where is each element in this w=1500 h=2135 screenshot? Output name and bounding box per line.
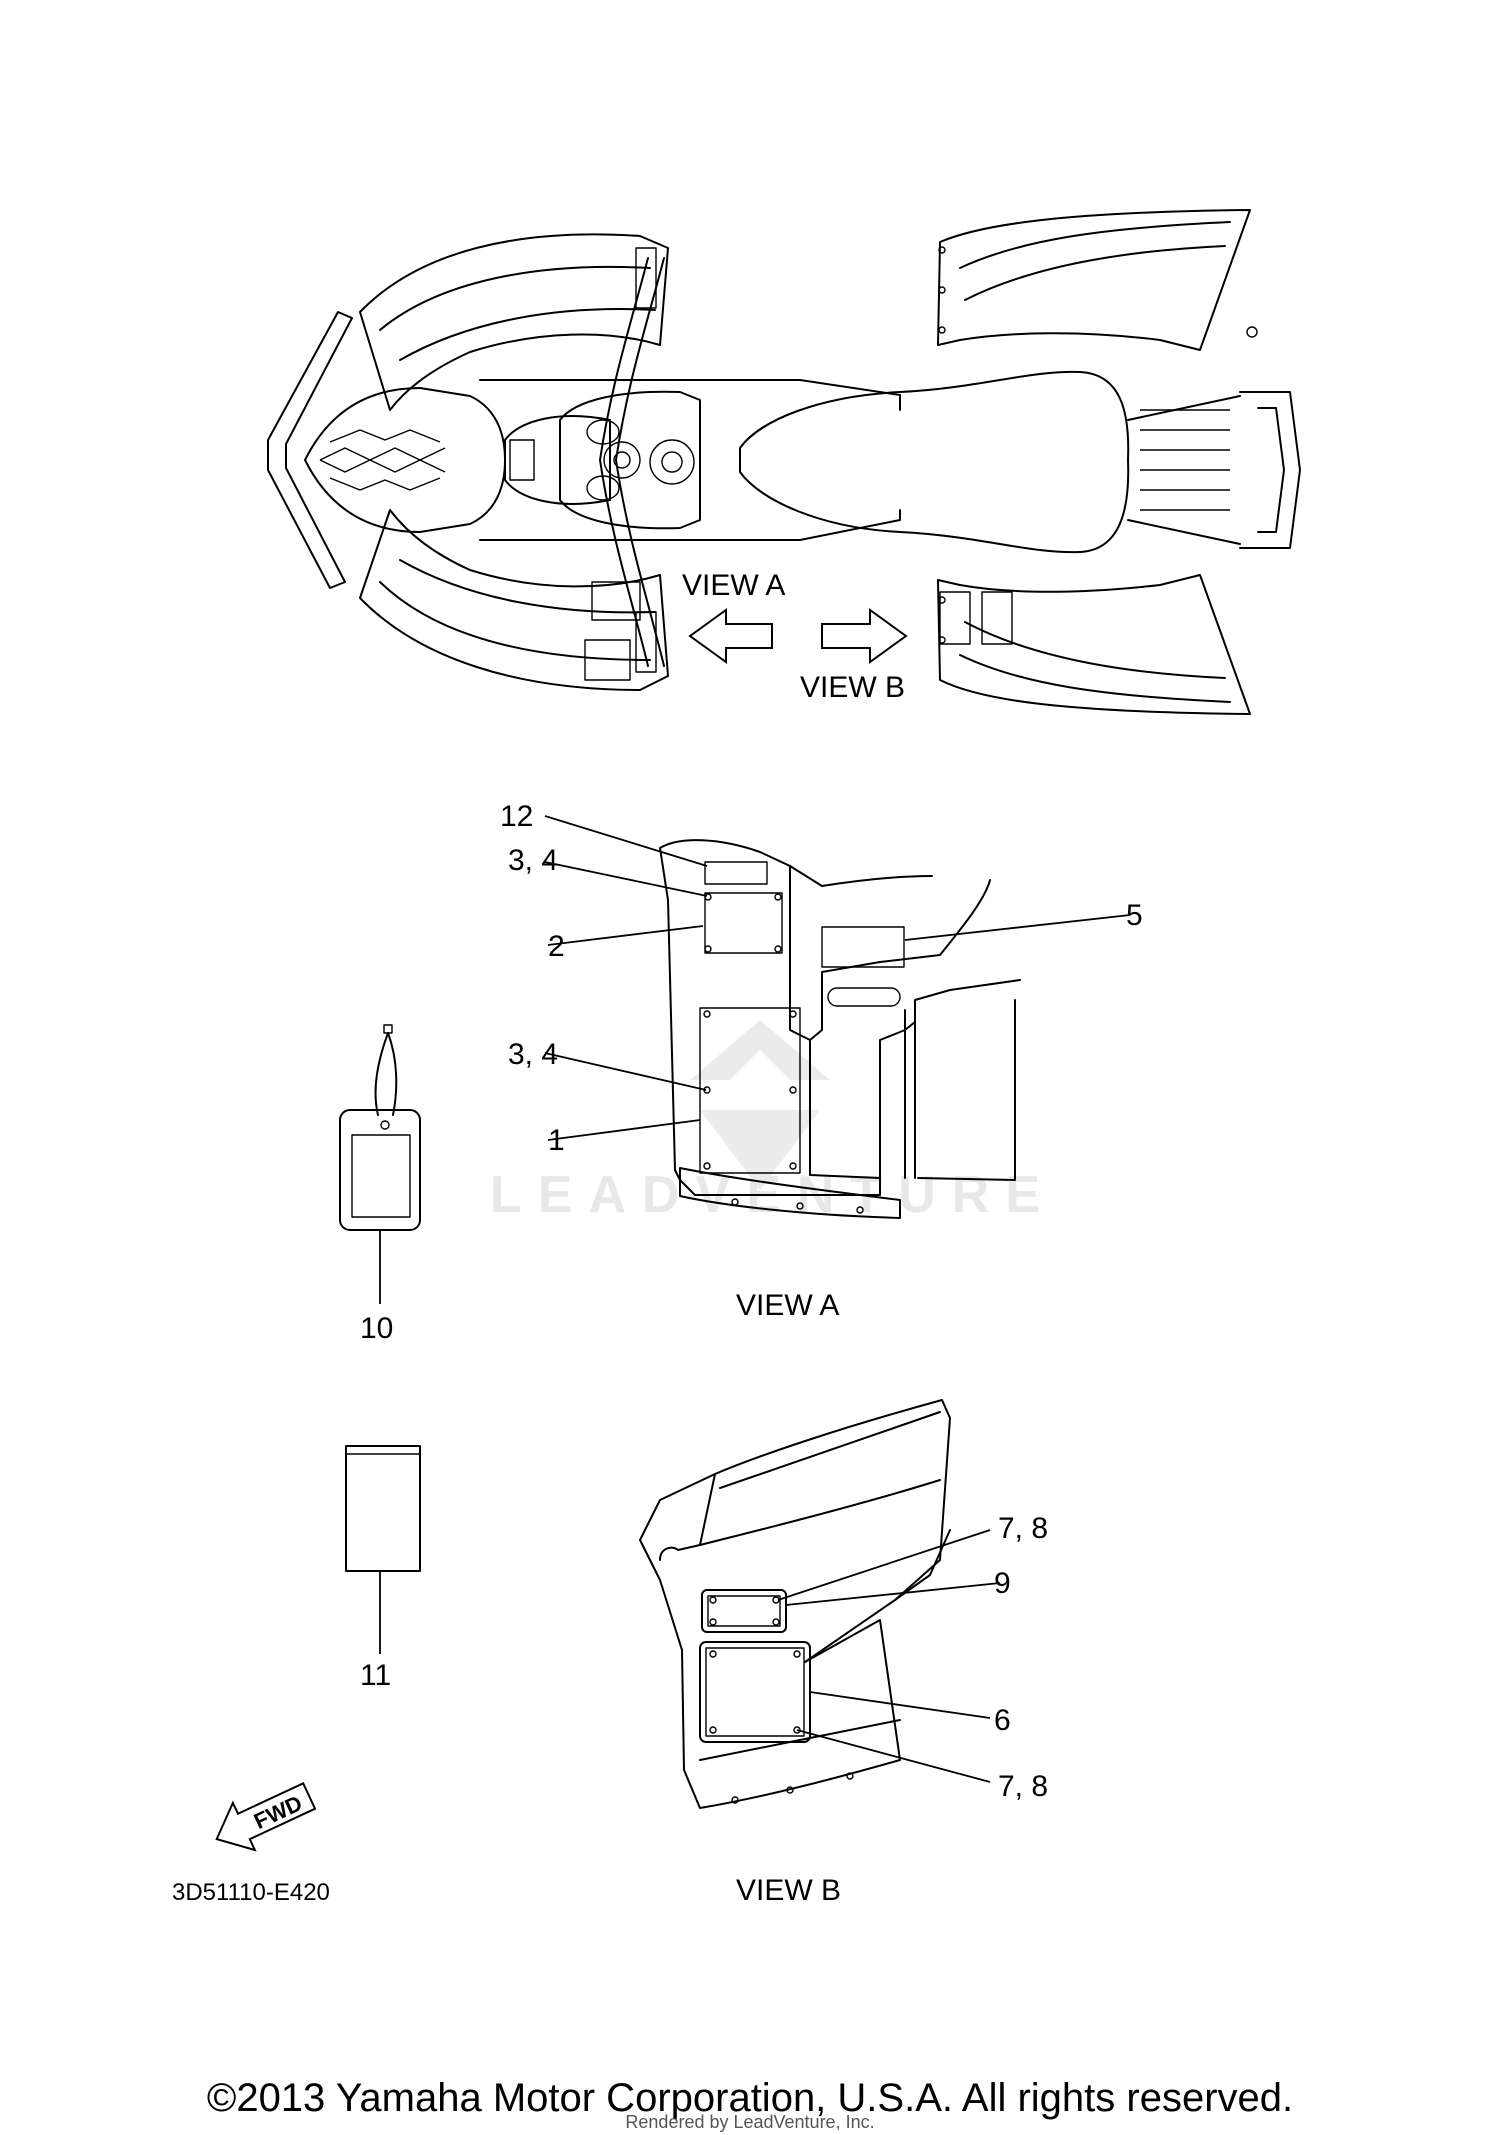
view-b-drawing [639, 1399, 951, 1809]
bag-item-11 [345, 1445, 421, 1654]
hang-tag-item-10 [339, 1024, 421, 1304]
view-b-caption: VIEW B [736, 1874, 841, 1907]
diagram-code: 3D51110-E420 [172, 1879, 330, 1906]
fwd-arrow-icon: FWD [215, 1782, 317, 1852]
callout-10: 10 [360, 1312, 393, 1345]
callout-1: 1 [548, 1124, 565, 1157]
callout-7-8-bottom: 7, 8 [998, 1770, 1048, 1803]
callout-9: 9 [994, 1567, 1011, 1600]
callout-2: 2 [548, 930, 565, 963]
callout-11: 11 [360, 1659, 391, 1692]
callout-3-4-top: 3, 4 [508, 844, 558, 877]
view-a-caption: VIEW A [736, 1289, 839, 1322]
leadventure-watermark: LEADVENTURE [490, 1020, 1040, 1224]
atv-top-view [267, 209, 1301, 715]
callout-7-8-top: 7, 8 [998, 1512, 1048, 1545]
callout-6: 6 [994, 1704, 1011, 1737]
view-a-top-label: VIEW A [682, 569, 785, 602]
callout-12: 12 [500, 800, 533, 833]
view-a-arrow [688, 608, 773, 664]
rendered-by: Rendered by LeadVenture, Inc. [625, 2112, 875, 2132]
view-a-drawing [659, 839, 1021, 1219]
callout-3-4-mid: 3, 4 [508, 1038, 558, 1071]
view-b-arrow [821, 608, 908, 664]
copyright-notice: ©2013 Yamaha Motor Corporation, U.S.A. A… [206, 2076, 1294, 2120]
view-b-top-label: VIEW B [800, 671, 905, 704]
callout-5: 5 [1126, 899, 1143, 932]
